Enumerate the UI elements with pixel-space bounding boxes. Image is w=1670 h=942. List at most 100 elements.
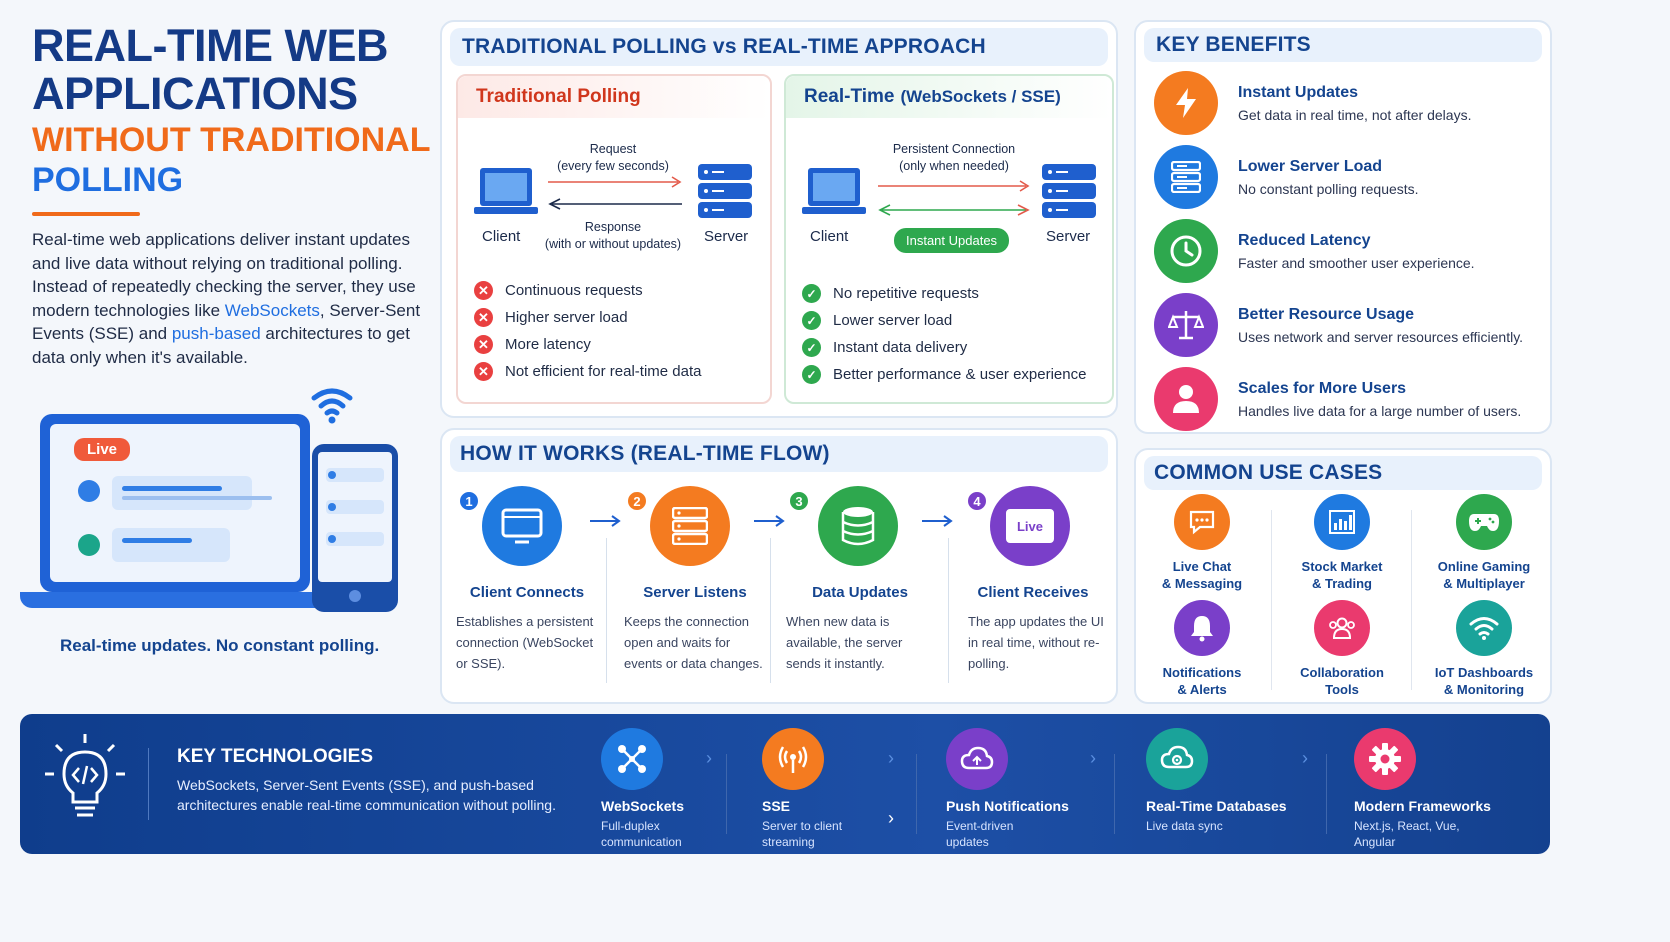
tech-desc-line: Next.js, React, Vue, — [1354, 819, 1460, 833]
gear-icon — [1354, 728, 1416, 790]
laptop-base — [20, 592, 330, 608]
request-title: Request — [589, 142, 637, 156]
step-2-badge: 2 — [626, 490, 648, 512]
tech-item-realtime-db: Real-Time Databases Live data sync — [1146, 728, 1296, 834]
phone — [312, 444, 398, 612]
tech-desc: Next.js, React, Vue, Angular — [1354, 818, 1524, 850]
chevron-right-icon: › — [888, 808, 894, 828]
tech-desc: Live data sync — [1146, 818, 1296, 834]
benefit-text: Scales for More Users Handles live data … — [1238, 380, 1521, 419]
screen-bar — [122, 496, 272, 500]
scales-icon — [1154, 293, 1218, 357]
traditional-server-label: Server — [704, 228, 749, 245]
flow-steps: 1 Client Connects Establishes a persiste… — [452, 486, 1112, 696]
request-arrow — [548, 176, 682, 188]
tech-desc-line: updates — [946, 835, 989, 849]
tech-desc-line: communication — [601, 835, 682, 849]
tech-desc-line: Server to client — [762, 819, 843, 833]
phone-screen — [318, 452, 392, 582]
point-text: Instant data delivery — [833, 339, 968, 356]
realtime-server-label: Server — [1046, 228, 1091, 245]
chevron-right-icon: › — [706, 748, 712, 768]
hero-caption: Real-time updates. No constant polling. — [60, 636, 380, 655]
use-case-label: IoT Dashboards& Monitoring — [1420, 664, 1548, 698]
use-case-label: Live Chat& Messaging — [1140, 558, 1264, 592]
benefit-title: Better Resource Usage — [1238, 305, 1415, 323]
flow-panel: HOW IT WORKS (REAL-TIME FLOW) 1 Client C… — [440, 428, 1118, 704]
check-icon: ✓ — [802, 311, 821, 330]
realtime-point: ✓ Instant data delivery — [802, 334, 1086, 361]
realtime-point: ✓Better performance & user experience — [802, 361, 1086, 388]
flow-step-1: 1 Client Connects Establishes a persiste… — [452, 486, 602, 674]
use-cases-panel: COMMON USE CASES Live Chat& Messaging St… — [1134, 448, 1552, 704]
realtime-point: ✓No repetitive requests — [802, 280, 1086, 307]
tech-divider — [1114, 754, 1115, 834]
use-case-line: & Trading — [1312, 576, 1372, 591]
benefit-desc: Get data in real time, not after delays. — [1238, 106, 1472, 123]
realtime-point: ✓Lower server load — [802, 307, 1086, 334]
use-case-line: Stock Market — [1301, 559, 1383, 574]
benefit-item: Scales for More Users Handles live data … — [1154, 362, 1523, 436]
intro-text-1: Real-time web applications deliver insta… — [32, 230, 416, 320]
comparison-panel: TRADITIONAL POLLING vs REAL-TIME APPROAC… — [440, 20, 1118, 418]
cloud-icon — [946, 728, 1008, 790]
team-icon — [1314, 600, 1370, 656]
phone-home-button — [349, 590, 361, 602]
request-label: Request (every few seconds) — [548, 141, 678, 175]
use-case-line: Online Gaming — [1437, 559, 1531, 574]
laptop: Live — [40, 414, 310, 592]
response-sub: (with or without updates) — [544, 237, 682, 251]
connection-label: Persistent Connection (only when needed) — [874, 141, 1034, 175]
flow-arrow-1 — [590, 515, 621, 527]
live-screen-text: Live — [1016, 518, 1043, 534]
tech-desc-line: Event-driven — [946, 819, 1014, 833]
hero-divider — [32, 212, 140, 216]
flow-title: HOW IT WORKS (REAL-TIME FLOW) — [460, 442, 830, 465]
benefit-text: Lower Server Load No constant polling re… — [1238, 158, 1419, 197]
hero-illustration: Live — [20, 382, 430, 622]
traditional-client-label: Client — [482, 228, 521, 245]
use-case-label: Stock Market & Trading — [1280, 558, 1404, 592]
tech-name: WebSockets — [601, 798, 684, 814]
tech-name: Modern Frameworks — [1354, 798, 1491, 814]
traditional-point: ✕Not efficient for real-time data — [474, 358, 701, 385]
use-case-live-chat: Live Chat& Messaging — [1140, 494, 1264, 592]
benefit-item: Lower Server Load No constant polling re… — [1154, 140, 1523, 214]
traditional-point: ✕Higher server load — [474, 304, 701, 331]
benefit-desc: No constant polling requests. — [1238, 180, 1419, 197]
use-case-line: & Alerts — [1177, 682, 1227, 697]
traditional-client-icon — [474, 166, 538, 223]
tech-divider — [726, 754, 727, 834]
benefit-title: Lower Server Load — [1238, 157, 1383, 175]
use-cases-header: COMMON USE CASES — [1144, 456, 1542, 490]
intro-link-push-based[interactable]: push-based — [171, 324, 261, 343]
tech-desc: Event-driven updates — [946, 818, 1086, 850]
benefits-title: KEY BENEFITS — [1156, 33, 1311, 56]
benefits-list: Instant Updates Get data in real time, n… — [1154, 66, 1523, 436]
tech-name: Real-Time Databases — [1146, 798, 1287, 814]
benefit-title: Scales for More Users — [1238, 379, 1407, 397]
realtime-client-label: Client — [810, 228, 849, 245]
intro-text-3: architectures to get data only when it's… — [32, 324, 410, 367]
check-icon: ✓ — [802, 338, 821, 357]
connection-arrow — [878, 180, 1030, 192]
flow-divider — [770, 538, 771, 683]
flow-divider — [606, 538, 607, 683]
benefit-item: Reduced Latency Faster and smoother user… — [1154, 214, 1523, 288]
screen-dot — [78, 480, 100, 502]
comparison-title: TRADITIONAL POLLING vs REAL-TIME APPROAC… — [462, 35, 986, 58]
clock-icon — [1154, 219, 1218, 283]
step-2-title: Server Listens — [643, 584, 747, 601]
comparison-header: TRADITIONAL POLLING vs REAL-TIME APPROAC… — [450, 28, 1108, 66]
tech-desc-line: Angular — [1354, 835, 1396, 849]
phone-dot — [328, 503, 336, 511]
realtime-title-sub: (WebSockets / SSE) — [900, 87, 1061, 106]
point-text: Better performance & user experience — [833, 366, 1087, 383]
intro-link-websockets[interactable]: WebSockets — [224, 300, 320, 320]
technologies-bar: KEY TECHNOLOGIES WebSockets, Server-Sent… — [20, 714, 1550, 854]
benefit-item: Instant Updates Get data in real time, n… — [1154, 66, 1523, 140]
